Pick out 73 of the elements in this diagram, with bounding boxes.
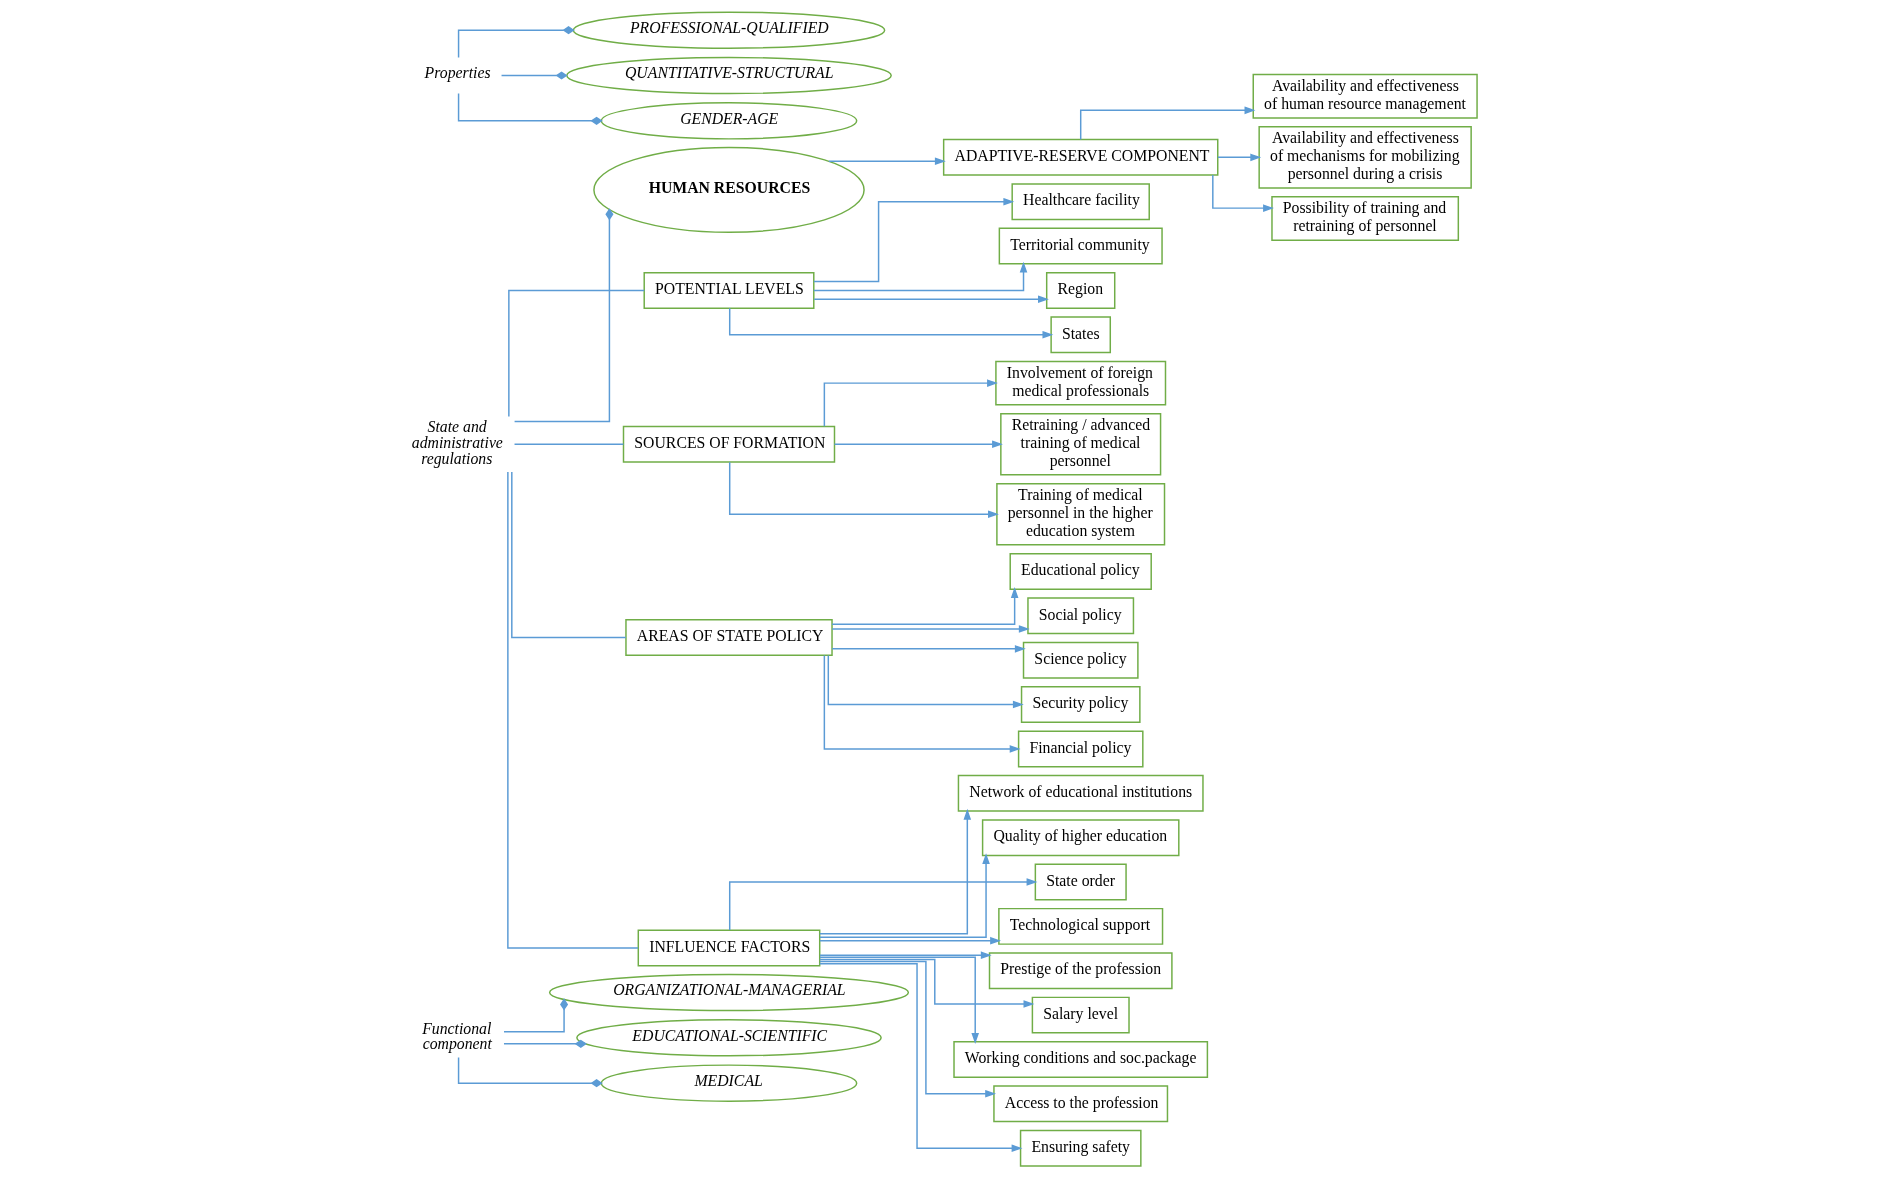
- arrow: [818, 958, 1034, 1008]
- arrow: [830, 587, 1018, 626]
- node-box: ADAPTIVE-RESERVE COMPONENT: [942, 138, 1218, 176]
- arrow: [818, 960, 996, 1098]
- node-box: Prestige of the profession: [988, 952, 1173, 990]
- arrow: [812, 197, 1014, 283]
- connector: [502, 1039, 587, 1048]
- connector: [513, 208, 613, 423]
- arrow: [1216, 153, 1261, 162]
- connector: [507, 289, 645, 418]
- arrow: [818, 956, 979, 1044]
- arrow: [818, 853, 990, 938]
- arrow: [827, 157, 946, 166]
- connector: [510, 471, 627, 639]
- arrow: [830, 645, 1026, 653]
- node-ellipse: MEDICAL: [600, 1064, 857, 1102]
- connector: [457, 1056, 603, 1088]
- node-box: Retraining / advanced training of medical personnel: [999, 412, 1161, 476]
- node-text: Properties: [424, 64, 491, 82]
- node-ellipse: PROFESSIONAL-QUALIFIED: [572, 11, 885, 49]
- node-box: Quality of higher education: [981, 819, 1180, 857]
- arrow: [812, 295, 1049, 304]
- node-box: Training of medical personnel in the higher education system: [995, 482, 1165, 546]
- node-box: SOURCES OF FORMATION: [622, 425, 835, 463]
- connector: [502, 998, 568, 1033]
- arrow: [823, 654, 1021, 753]
- arrow: [1079, 106, 1255, 141]
- node-box: Science policy: [1022, 641, 1139, 679]
- arrow: [812, 261, 1027, 292]
- arrow: [823, 379, 998, 427]
- node-box: Availability and effectiveness of human resource management: [1252, 73, 1478, 119]
- arrow: [833, 440, 1003, 449]
- arrow: [818, 951, 992, 959]
- node-ellipse: GENDER-AGE: [600, 102, 857, 140]
- node-ellipse: HUMAN RESOURCES: [592, 146, 865, 233]
- node-box: State order: [1034, 863, 1127, 901]
- arrow: [728, 307, 1053, 339]
- node-box: Possibility of training and retraining of personnel: [1270, 196, 1459, 241]
- connector: [506, 471, 639, 949]
- node-box: INFLUENCE FACTORS: [637, 929, 820, 967]
- node-box: Working conditions and soc.package: [952, 1041, 1208, 1078]
- node-box: Educational policy: [1008, 552, 1152, 590]
- node-text: State and administrative regulations: [411, 418, 503, 467]
- node-box: Social policy: [1026, 597, 1134, 635]
- connector: [457, 26, 575, 59]
- arrow: [818, 962, 1022, 1153]
- node-box: Region: [1045, 271, 1115, 309]
- node-box: Technological support: [997, 907, 1163, 945]
- arrow: [1211, 174, 1274, 212]
- node-box: Salary level: [1031, 996, 1130, 1034]
- node-ellipse: QUANTITATIVE-STRUCTURAL: [565, 56, 892, 95]
- arrow: [728, 878, 1037, 931]
- connector: [500, 71, 568, 80]
- node-box: Territorial community: [998, 227, 1163, 265]
- arrow: [728, 461, 999, 519]
- node-box: Availability and effectiveness of mechanisms for mobilizing personnel during a crisis: [1257, 126, 1472, 189]
- arrow: [818, 808, 971, 935]
- node-text: Functional component: [421, 1019, 492, 1053]
- connector: [513, 443, 624, 445]
- node-box: Security policy: [1020, 686, 1141, 724]
- node-box: Healthcare facility: [1010, 183, 1150, 221]
- arrow: [830, 625, 1030, 633]
- node-box: POTENTIAL LEVELS: [642, 271, 815, 309]
- node-box: States: [1049, 316, 1111, 354]
- node-box: Network of educational institutions: [957, 774, 1204, 812]
- node-box: Ensuring safety: [1019, 1129, 1142, 1167]
- arrow: [827, 654, 1024, 709]
- node-box: Access to the profession: [992, 1085, 1168, 1123]
- arrow: [818, 936, 1001, 945]
- node-box: Involvement of foreign medical professionals: [994, 360, 1166, 406]
- node-box: Financial policy: [1017, 730, 1144, 768]
- node-box: AREAS OF STATE POLICY: [624, 619, 833, 656]
- connector: [457, 92, 603, 125]
